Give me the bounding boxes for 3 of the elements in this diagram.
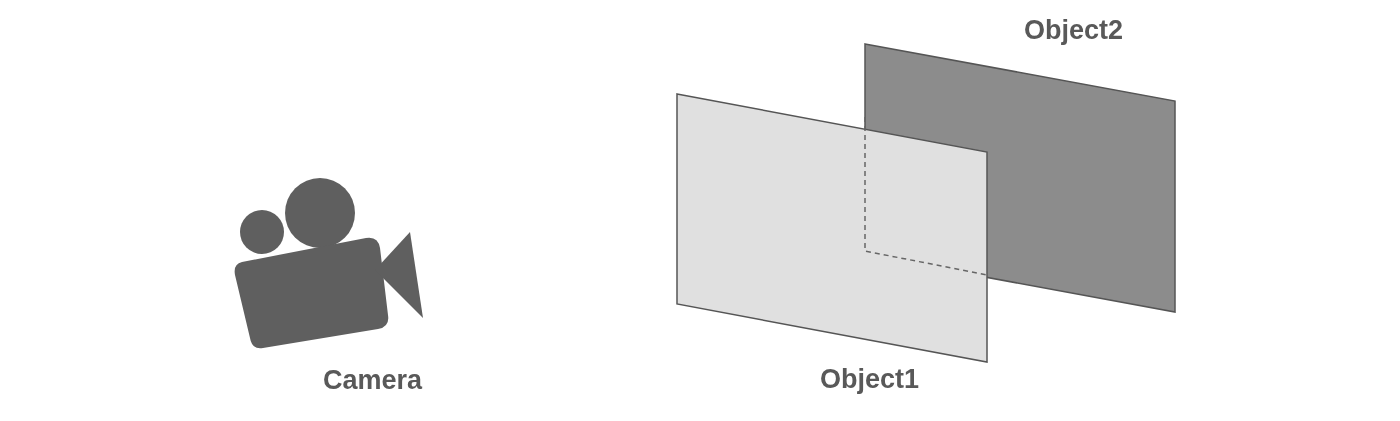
node-label: Object1 bbox=[820, 364, 920, 394]
node-label: Camera bbox=[323, 365, 423, 395]
node-label: Object2 bbox=[1024, 15, 1124, 45]
